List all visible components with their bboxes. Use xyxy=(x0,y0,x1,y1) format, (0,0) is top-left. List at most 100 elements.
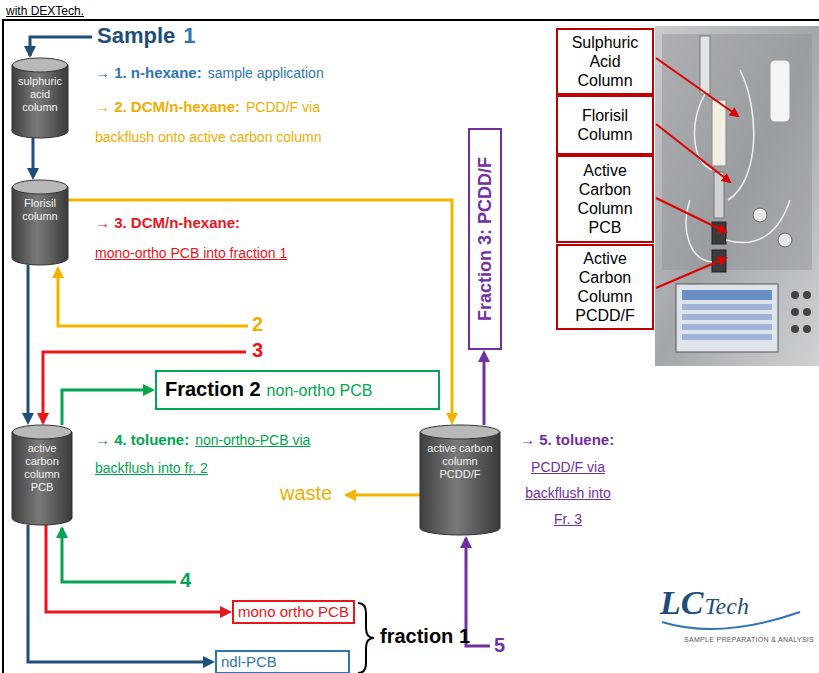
connector-line xyxy=(28,525,206,662)
leader-lines xyxy=(656,58,738,288)
text-group: PCDD/F via backflush into Fr. 3 xyxy=(522,454,614,532)
column-cylinder: active carbon column PCDD/F xyxy=(420,425,500,535)
connector-line xyxy=(68,200,452,416)
flow-arrow xyxy=(28,525,215,668)
text-group: 4 xyxy=(180,569,191,592)
cylinder-outline xyxy=(12,180,68,265)
cylinder-body xyxy=(12,432,72,525)
cylinder-top xyxy=(421,425,500,439)
text-group: fraction 1 xyxy=(380,625,470,648)
node-label: Florisil Column xyxy=(561,106,649,144)
text-group: → 4. toluene:non-ortho-PCB via backflush… xyxy=(95,426,335,482)
node-label: Florisil column xyxy=(14,197,66,223)
bracket xyxy=(358,603,374,673)
arrow-head xyxy=(22,413,34,425)
cylinder-top xyxy=(13,180,68,194)
fraction-box: Fraction 2 non-ortho PCB xyxy=(155,370,440,410)
text-group: → 2. DCM/n-hexane:PCDD/F via backflush o… xyxy=(95,92,367,152)
step-text: → 4. toluene: xyxy=(95,431,189,448)
connector-line xyxy=(32,138,35,171)
node-label: active carbon column PCDD/F xyxy=(422,442,498,481)
column-label-area: Florisil column xyxy=(12,180,68,233)
step-text: 5 xyxy=(494,634,505,656)
step-text: → 1. n-hexane: xyxy=(95,64,202,81)
arrow-head xyxy=(446,413,458,425)
step-text: 2 xyxy=(252,313,263,335)
text-group: Sample 1 xyxy=(97,23,196,49)
step-text: Tech xyxy=(704,593,748,619)
step-text: fraction 1 xyxy=(380,625,470,647)
photo-callout-box: Florisil Column xyxy=(556,95,654,155)
step-text: 1 xyxy=(183,23,195,48)
column-label-area: sulphuric acid column xyxy=(12,58,68,124)
column-label-area: active carbon column PCB xyxy=(12,425,72,504)
step-text: LC xyxy=(660,584,703,621)
step-text: SAMPLE PREPARATION & ANALYSIS xyxy=(684,636,814,643)
flow-arrow xyxy=(62,384,155,425)
feed-arrows xyxy=(30,37,490,646)
step-text: PCDD/F via backflush into Fr. 3 xyxy=(525,459,611,527)
step-text: Sample xyxy=(97,23,175,48)
text-group: 5 xyxy=(494,634,505,657)
text-group: with DEXTech. xyxy=(6,1,84,19)
text-group: LCTech xyxy=(660,584,749,622)
step-text: with DEXTech. xyxy=(6,4,84,18)
cylinder-body xyxy=(12,187,68,265)
text-group: 3 xyxy=(252,339,263,362)
node-label: Active Carbon Column PCDD/F xyxy=(561,249,649,325)
flow-arrow xyxy=(22,265,34,425)
step-text: → 3. DCM/n-hexane: xyxy=(95,208,355,238)
text-group: waste xyxy=(280,482,332,505)
node-label: Active Carbon Column PCB xyxy=(561,161,649,237)
fraction-box: mono ortho PCB xyxy=(232,600,355,624)
node-sublabel: non-ortho PCB xyxy=(267,382,373,399)
arrow-head xyxy=(478,350,490,362)
column-cylinder: sulphuric acid column xyxy=(12,58,68,138)
cylinder-top xyxy=(13,58,68,72)
fraction-box: Fraction 3: PCDD/F xyxy=(468,128,502,350)
step-text: → 5. toluene: xyxy=(520,431,614,448)
fraction-box: ndl-PCB xyxy=(215,650,350,673)
node-label: active carbon column PCB xyxy=(14,442,70,494)
step-text: sample application xyxy=(208,65,324,81)
frame xyxy=(3,20,819,673)
column-cylinder: active carbon column PCB xyxy=(12,425,72,525)
node-label: ndl-PCB xyxy=(221,653,277,670)
flow-arrow xyxy=(27,138,39,180)
connector-line xyxy=(46,525,223,612)
photo-callout-box: Active Carbon Column PCDD/F xyxy=(556,244,654,330)
arrow-head xyxy=(220,606,232,618)
arrow-head xyxy=(203,656,215,668)
flow-arrow xyxy=(478,350,490,425)
column-label-area: active carbon column PCDD/F xyxy=(420,425,500,491)
step-text: waste xyxy=(280,482,332,504)
connector-line xyxy=(62,390,146,425)
node-label: Fraction 3: PCDD/F xyxy=(475,157,496,321)
text-group: → 1. n-hexane: sample application xyxy=(95,62,455,84)
flow-arrow xyxy=(46,525,232,618)
node-label: Sulphuric Acid Column xyxy=(561,33,649,90)
photo-callout-box: Sulphuric Acid Column xyxy=(556,28,654,95)
photo-callout-box: Active Carbon Column PCB xyxy=(556,155,654,243)
step-text: → 2. DCM/n-hexane: xyxy=(95,98,240,115)
text-group: → 5. toluene: xyxy=(520,426,614,454)
step-text: 3 xyxy=(252,339,263,361)
cylinder-top xyxy=(13,425,72,439)
cylinder-body xyxy=(420,432,500,535)
arrow-head xyxy=(143,384,155,396)
connector-line xyxy=(27,265,30,416)
node-label: mono ortho PCB xyxy=(238,603,349,620)
text-group: SAMPLE PREPARATION & ANALYSIS xyxy=(684,628,814,646)
column-cylinder: Florisil column xyxy=(12,180,68,265)
node-label: sulphuric acid column xyxy=(14,75,66,114)
device-photo xyxy=(655,26,819,366)
step-text: 4 xyxy=(180,569,191,591)
connector-line xyxy=(483,359,486,425)
cylinder-body xyxy=(12,65,68,138)
step-text: mono-ortho PCB into fraction 1 xyxy=(95,238,355,268)
arrow-head xyxy=(27,168,39,180)
text-group: → 3. DCM/n-hexane:mono-ortho PCB into fr… xyxy=(95,208,355,268)
text-group: 2 xyxy=(252,313,263,336)
node-label: Fraction 2 xyxy=(165,378,261,400)
